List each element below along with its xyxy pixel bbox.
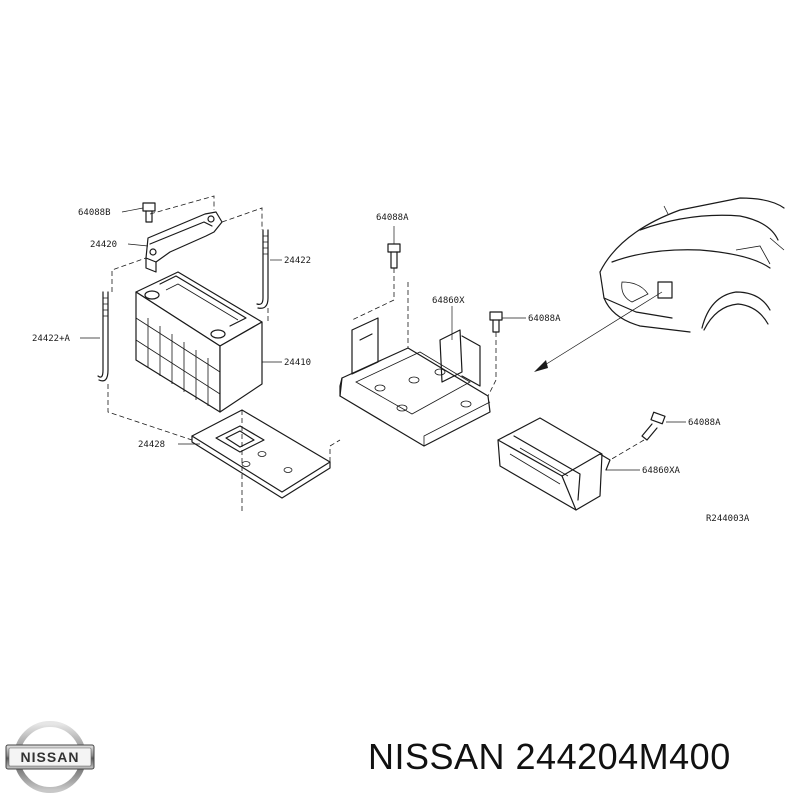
battery-bracket — [339, 317, 491, 447]
battery-tray-mat — [191, 409, 331, 499]
part-number-title: NISSAN 244204M400 — [368, 736, 731, 777]
reference-code: R244003A — [706, 514, 750, 524]
callout-64860x: 64860X — [432, 296, 465, 306]
logo-wordmark: NISSAN — [21, 749, 80, 765]
callout-64860xa: 64860XA — [642, 466, 681, 476]
battery — [135, 271, 263, 413]
callout-64088b: 64088B — [78, 208, 111, 218]
j-bolt-24422a — [97, 291, 109, 382]
callout-labels: 64088B 24420 24422 24422+A 24410 24428 6… — [32, 208, 750, 524]
callout-64088a-mid: 64088A — [528, 314, 561, 324]
bolt-64088b — [142, 202, 156, 223]
callout-24410: 24410 — [284, 358, 311, 368]
callout-24422a: 24422+A — [32, 334, 71, 344]
bolt-64088a-top — [387, 243, 401, 269]
assembly-lines — [107, 195, 645, 512]
bolt-64088a-low — [641, 411, 666, 441]
callout-24428: 24428 — [138, 440, 165, 450]
bracket-cover — [497, 417, 611, 511]
leader-lines — [80, 207, 686, 471]
callout-24420: 24420 — [90, 240, 117, 250]
callout-24422: 24422 — [284, 256, 311, 266]
callout-64088a-top: 64088A — [376, 213, 409, 223]
bolt-64088a-mid — [489, 311, 503, 333]
location-arrow — [534, 291, 663, 372]
j-bolt-24422 — [256, 229, 269, 309]
vehicle-front — [599, 197, 785, 333]
nissan-logo: NISSAN — [5, 721, 95, 793]
callout-64088a-low: 64088A — [688, 418, 721, 428]
battery-clamp — [145, 211, 223, 273]
